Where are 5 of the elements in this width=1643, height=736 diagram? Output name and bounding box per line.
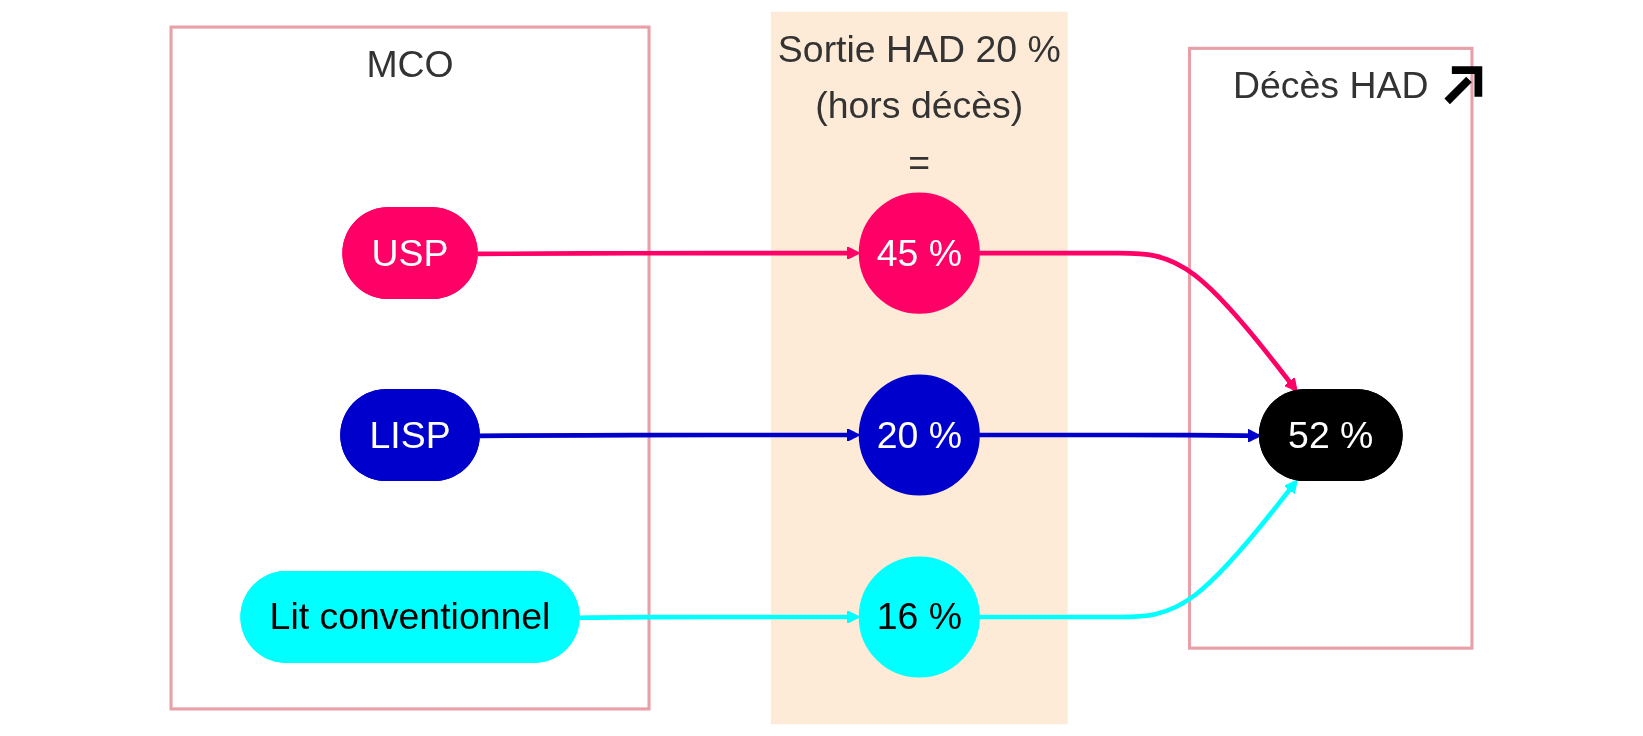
- node-circle: 16 %: [858, 556, 980, 678]
- arrow: [979, 250, 1298, 393]
- arrow: [979, 479, 1298, 620]
- node-circle: 20 %: [858, 374, 980, 496]
- node-circle: 45 %: [858, 192, 980, 314]
